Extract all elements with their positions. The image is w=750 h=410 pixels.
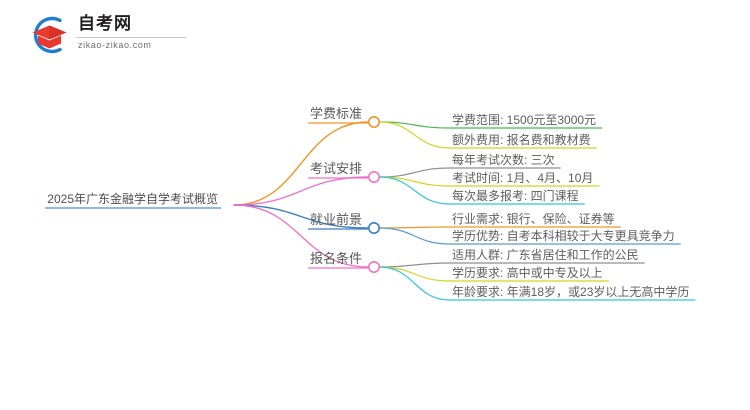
branch-node-label[interactable]: 报名条件 [309,250,362,266]
node-handle[interactable] [367,260,380,273]
branch-node-label[interactable]: 就业前景 [309,211,362,227]
mindmap-connector [379,227,451,245]
leaf-node-label[interactable]: 额外费用: 报名费和教材费 [452,132,591,147]
mindmap-connector [233,204,369,268]
leaf-node-label[interactable]: 学历要求: 高中或中专及以上 [452,265,603,280]
mindmap-connector [379,266,451,282]
mindmap-connector [379,266,451,301]
leaf-node-label[interactable]: 学历优势: 自考本科相较于大专更具竞争力 [452,228,675,243]
branch-node-label[interactable]: 考试安排 [309,160,362,176]
mindmap-connector [233,204,369,229]
leaf-node-label[interactable]: 考试时间: 1月、4月、10月 [452,170,594,185]
mindmap-links [233,121,451,301]
logo-title: 自考网 [78,14,132,33]
leaf-node-label[interactable]: 行业需求: 银行、保险、证券等 [452,211,615,226]
mindmap-connector [379,262,451,268]
mindmap-nodes [367,116,380,273]
mindmap-connector [233,121,369,206]
leaf-node-label[interactable]: 适用人群: 广东省居住和工作的公民 [452,247,639,262]
mindmap-connector [379,176,451,205]
mindmap-connector [379,167,451,178]
mindmap-connector [379,226,451,229]
graduation-cap-icon [26,14,72,56]
mindmap-underlines [45,122,696,301]
leaf-node-label[interactable]: 每次最多报考: 四门课程 [452,188,579,203]
mindmap-connector [379,121,451,149]
branch-node-label[interactable]: 学费标准 [309,105,362,121]
node-handle[interactable] [367,116,380,129]
node-handle[interactable] [367,222,380,235]
logo-subtitle: zikao-zikao.com [78,40,152,50]
site-logo: 自考网 zikao-zikao.com [26,12,186,58]
node-handle[interactable] [367,171,380,184]
logo-divider [76,37,186,38]
leaf-node-label[interactable]: 学费范围: 1500元至3000元 [452,112,597,127]
leaf-node-label[interactable]: 每年考试次数: 三次 [452,152,555,167]
root-node-label[interactable]: 2025年广东金融学自学考试概览 [47,191,218,206]
leaf-node-label[interactable]: 年龄要求: 年满18岁，或23岁以上无高中学历 [452,284,690,299]
mindmap-connector [233,176,369,206]
